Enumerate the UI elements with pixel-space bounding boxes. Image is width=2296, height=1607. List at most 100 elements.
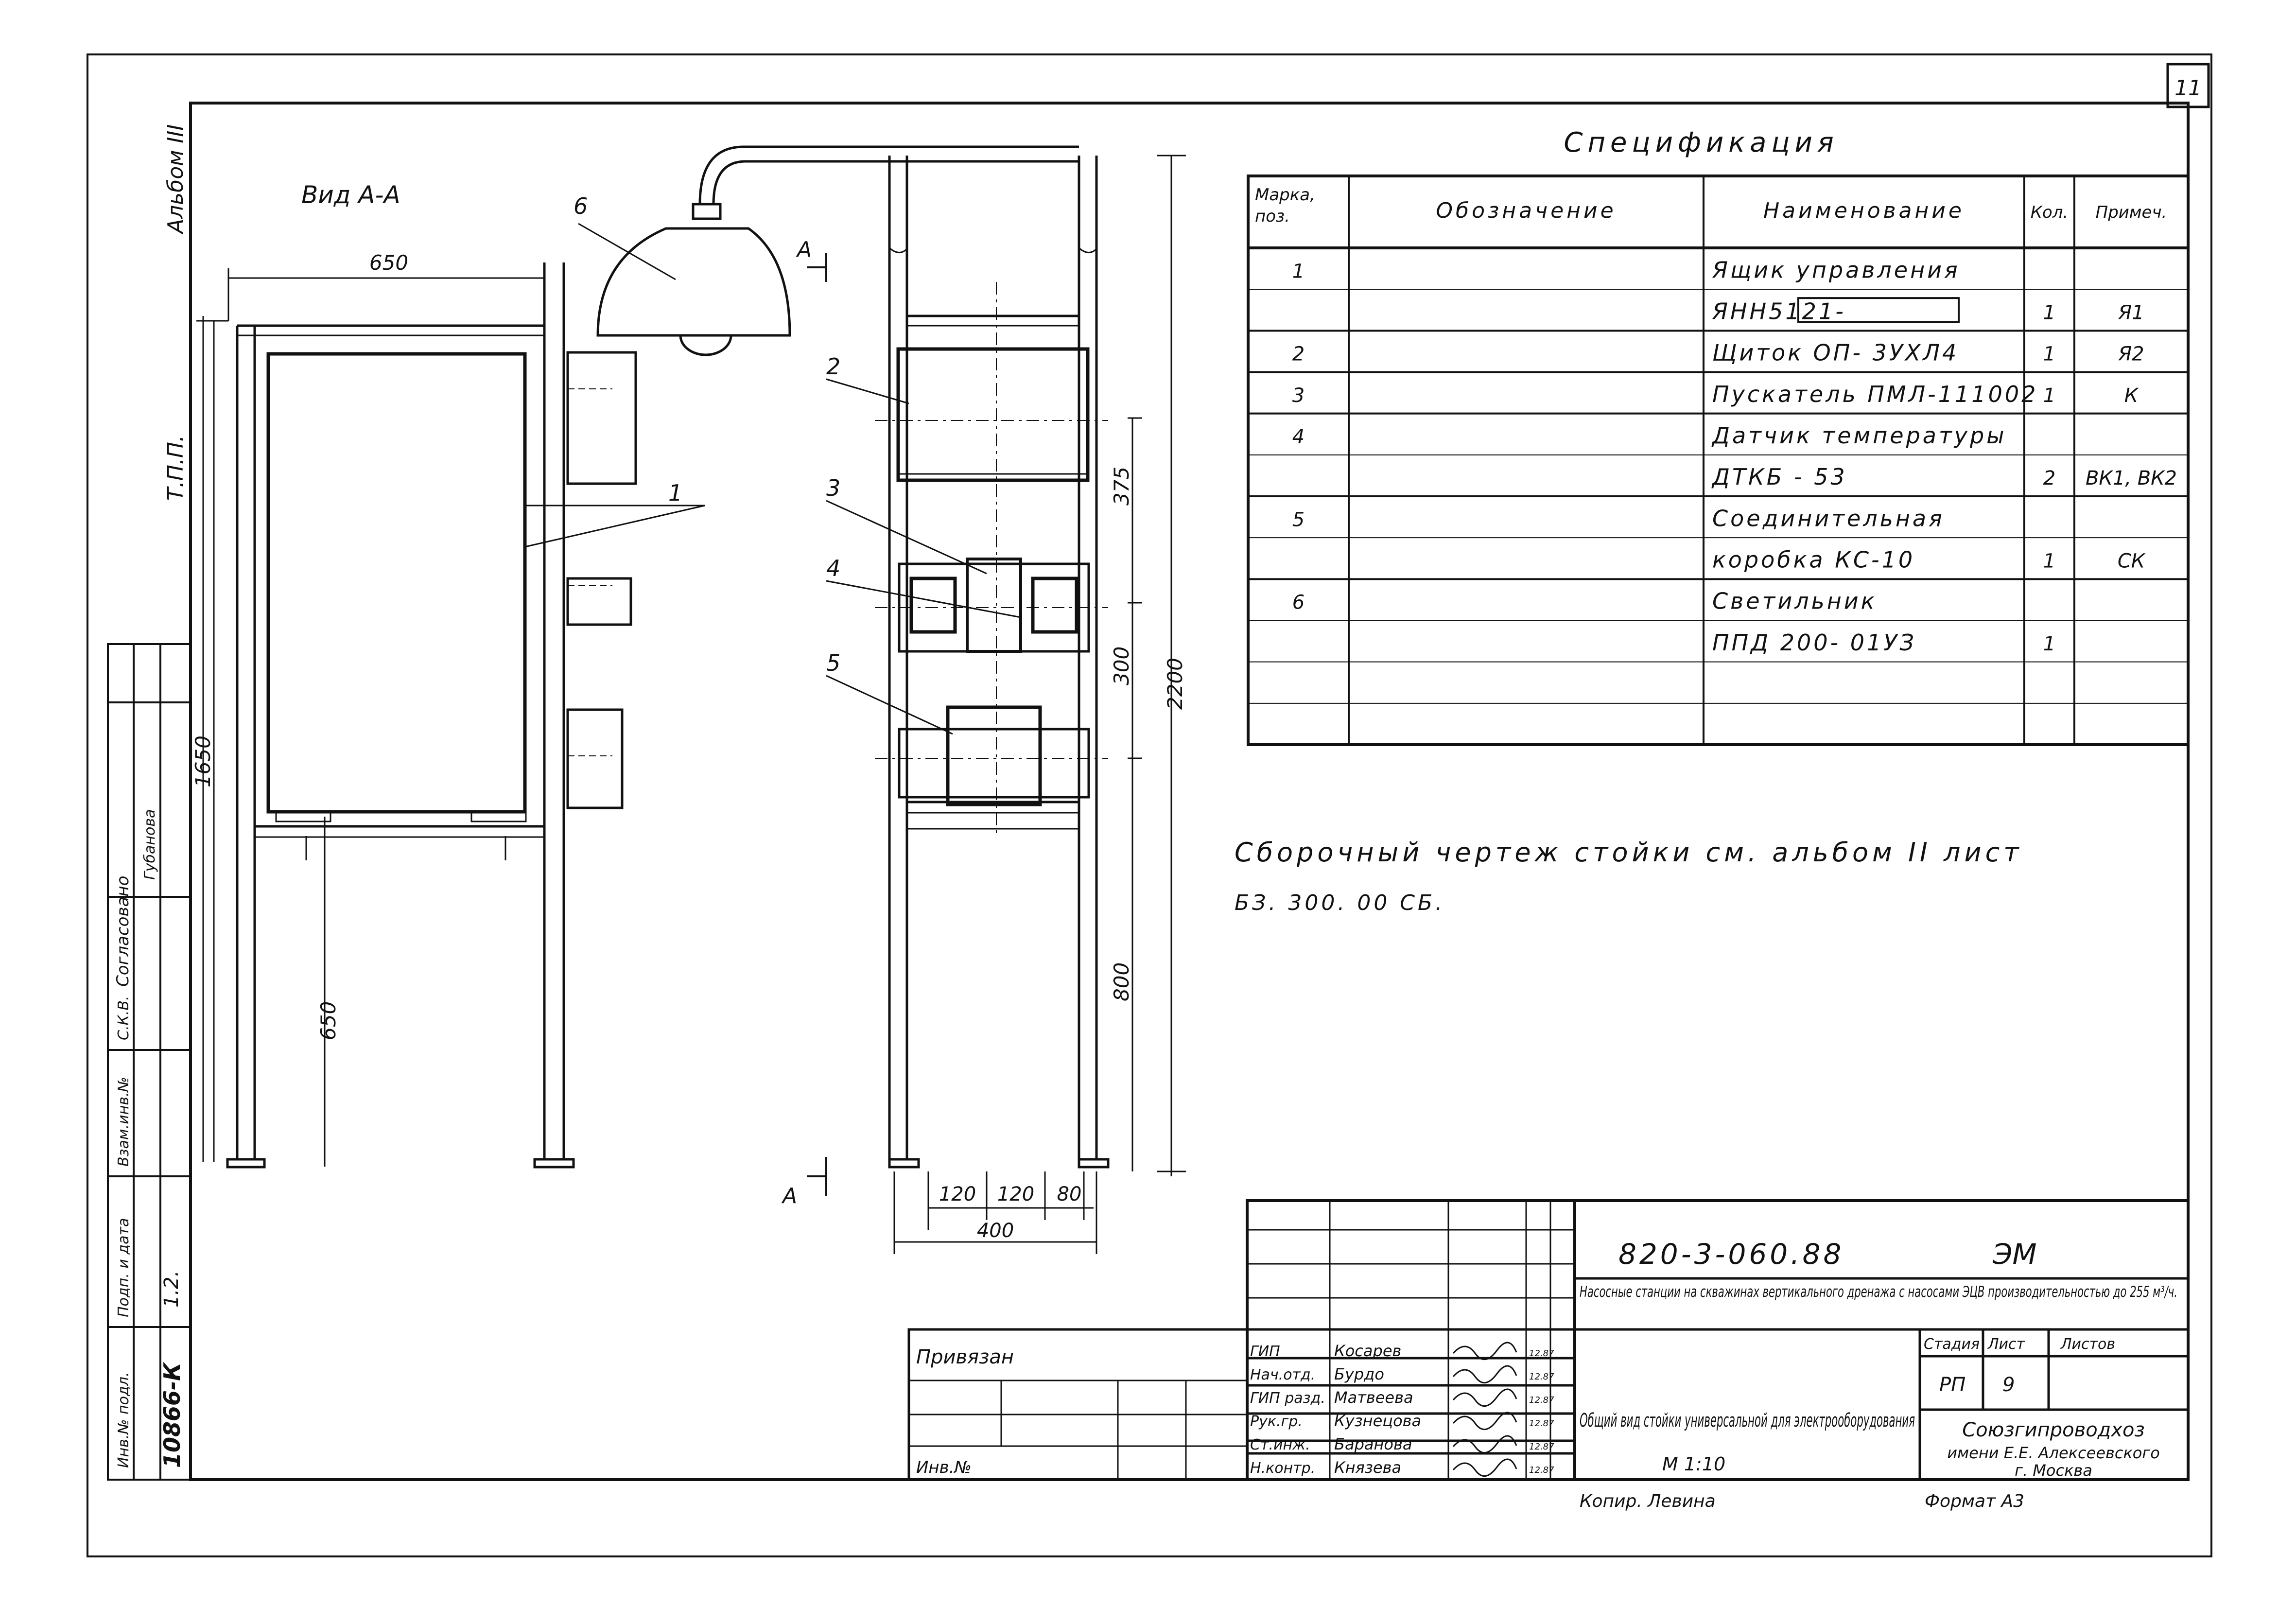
skv-label: С.К.В. [115,996,132,1040]
signature-mark [1452,1342,1517,1361]
staff-role: Нач.отд. [1250,1366,1315,1383]
left-approval-strip [107,643,191,1481]
spec-cell: 1 [2043,633,2055,655]
inv-subst-label: Взам.инв.№ [115,1077,132,1167]
staff-date: 12.87 [1529,1348,1554,1359]
pos-label-3: 3 [826,475,840,501]
spec-header-cell: Обозначение [1436,198,1616,223]
assembly-note-line1: Сборочный чертеж стойки см. альбом II ли… [1235,837,2023,868]
spec-header-cell: Наименование [1763,198,1965,223]
spec-header-cell: поз. [1255,207,1290,226]
view-title: Вид А-А [301,181,400,209]
spec-cell: СК [2118,550,2146,572]
assembly-note-line2: БЗ. 300. 00 СБ. [1235,891,1445,915]
staff-name: Матвеева [1334,1388,1413,1407]
pos-label-4: 4 [826,555,840,581]
spec-cell: ВК1, ВК2 [2086,467,2177,489]
spec-cell: 1 [2043,550,2055,572]
sheets-label: Листов [2060,1336,2115,1353]
section-mark-bottom: А [781,1184,797,1208]
signature-mark [1452,1412,1517,1431]
scale: М 1:10 [1662,1453,1725,1475]
spec-header-cell: Кол. [2031,203,2068,222]
spec-header-cell: Марка, [1255,185,1315,205]
org-line3: г. Москва [2015,1461,2092,1480]
spec-cell: 1 [2043,301,2055,324]
dim-bottom-400: 400 [977,1220,1014,1242]
spec-cell: 2 [1292,343,1305,366]
staff-date: 12.87 [1529,1395,1554,1405]
staff-name: Косарев [1334,1342,1401,1360]
staff-name: Бурдо [1334,1365,1384,1383]
inv-label: Инв.№ [916,1458,972,1477]
spec-cell: 6 [1292,592,1305,614]
spec-cell: Я1 [2118,301,2144,324]
dim-375: 375 [1110,467,1133,506]
title-block-grid [907,1199,2190,1481]
org-line2: имени Е.Е. Алексеевского [1947,1444,2160,1462]
spec-header-cell: Примеч. [2096,203,2167,222]
stage-label: Стадия [1924,1336,1980,1353]
staff-role: Рук.гр. [1250,1413,1303,1430]
project-title: Насосные станции на скважинах вертикальн… [1580,1283,2177,1301]
spec-header-row: Марка, поз. Обозначение Наименование Кол. При… [1255,185,2167,226]
inv-orig-value: 10866-К [159,1362,185,1468]
spec-blank-box [1797,297,1960,323]
staff-name: Кузнецова [1334,1412,1421,1430]
staff-name: Князева [1334,1458,1401,1477]
spec-cell: К [2124,384,2139,407]
agreed-name: Губанова [141,809,158,880]
dim-2200: 2200 [1163,658,1187,710]
pos-label-5: 5 [826,650,840,676]
staff-name: Баранова [1334,1435,1412,1453]
staff-role: Ст.инж. [1250,1436,1310,1453]
stage-value: РП [1939,1374,1966,1396]
bound-label: Привязан [916,1346,1014,1368]
staff-date: 12.87 [1529,1465,1554,1475]
section-code: ЭМ [1992,1238,2037,1271]
agreed-label: Согласовано [113,876,133,987]
copied-by: Копир. Левина [1580,1491,1716,1511]
sheet-label: Лист [1987,1336,2026,1353]
dim-bottom-120b: 120 [997,1183,1034,1205]
dim-300: 300 [1110,646,1133,685]
spec-table-grid [1247,175,2190,746]
spec-cell: Светильник [1712,588,1877,614]
sign-date-value: 1.2. [160,1271,183,1308]
staff-role: ГИП разд. [1250,1390,1325,1407]
spec-cell: Датчик температуры [1711,422,2007,449]
lamp-drawing [578,145,1079,1196]
sheet-value: 9 [2002,1374,2015,1396]
spec-cell: Соединительная [1712,505,1945,531]
staff-role: Н.контр. [1250,1460,1315,1477]
signature-mark [1452,1458,1517,1477]
section-mark-top: А [796,237,812,262]
front-view-drawing [826,155,1186,1254]
dim-bottom-120a: 120 [939,1183,976,1205]
format-label: Формат А3 [1925,1491,2024,1511]
spec-cell: Пускатель ПМЛ-111002 [1712,381,2038,407]
spec-cell: 2 [2043,467,2055,489]
pos-label-6: 6 [574,193,588,219]
side-view-drawing [196,262,705,1169]
dim-bottom-80: 80 [1057,1183,1082,1205]
org-line1: Союзгипроводхоз [1962,1419,2145,1441]
spec-cell: Я2 [2118,343,2144,366]
sign-date-label: Подп. и дата [115,1218,132,1317]
spec-cell: коробка КС-10 [1712,546,1915,573]
signature-mark [1452,1365,1517,1384]
signature-mark [1452,1435,1517,1454]
staff-date: 12.87 [1529,1418,1554,1429]
dim-800: 800 [1110,962,1133,1001]
spec-cell: ЯНН5121- [1712,298,1846,324]
staff-role: ГИП [1250,1343,1280,1360]
spec-cell: 1 [2043,343,2055,366]
pos-label-2: 2 [826,353,840,380]
spec-title: Спецификация [1564,127,1838,158]
spec-cell: 1 [2043,384,2055,407]
spec-cell: 3 [1292,384,1305,407]
sheet-number: 11 [2174,76,2202,101]
tpp-label: Т.П.П. [163,435,188,501]
